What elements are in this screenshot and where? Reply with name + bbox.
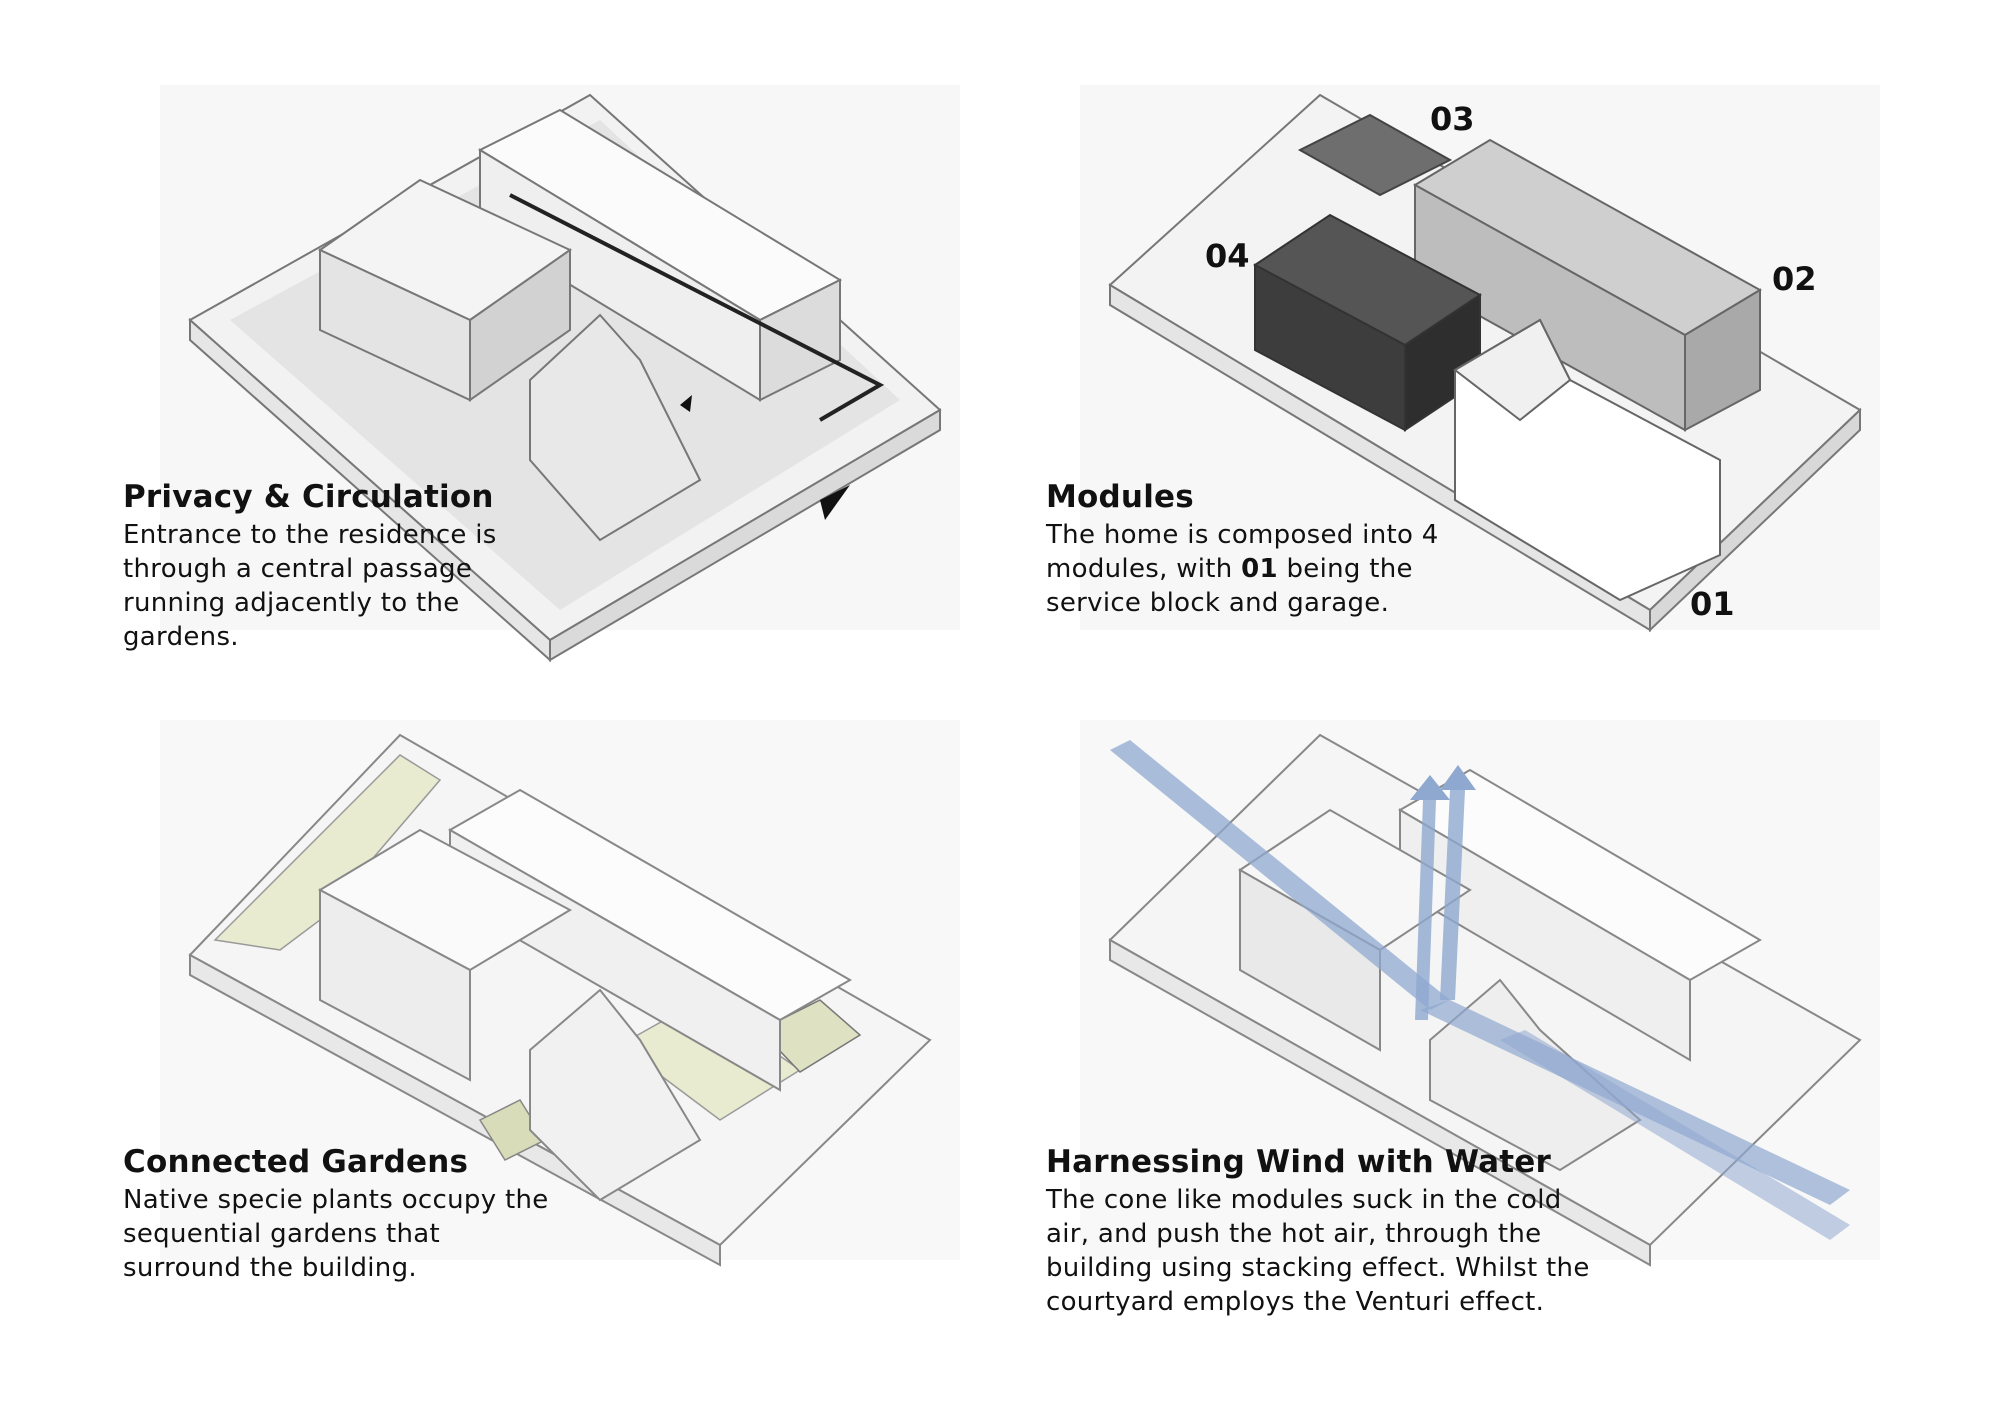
module-label-01: 01 xyxy=(1690,585,1735,623)
panel-title: Connected Gardens xyxy=(123,1144,469,1180)
module-label-04: 04 xyxy=(1205,237,1250,275)
axonometric-drawing-gardens xyxy=(160,720,960,1267)
module-label-03: 03 xyxy=(1430,100,1475,138)
panel-title: Privacy & Circulation xyxy=(123,479,494,515)
caption-gardens: Connected Gardens Native specie plants o… xyxy=(123,1143,563,1285)
cone-module xyxy=(529,313,702,542)
stack-flow-up-2 xyxy=(1440,790,1465,1000)
axonometric-drawing-circulation xyxy=(160,85,960,663)
panel-body: The home is composed into 4 modules, wit… xyxy=(1046,520,1439,618)
entrance-arrow xyxy=(820,485,850,520)
module-03 xyxy=(1297,113,1453,197)
panel-title: Harnessing Wind with Water xyxy=(1046,1144,1551,1180)
panel-body: Native specie plants occupy the sequenti… xyxy=(123,1185,549,1283)
panel-body: Entrance to the residence is through a c… xyxy=(123,520,497,652)
wind-stream-lower xyxy=(1500,1030,1850,1240)
module-label-02: 02 xyxy=(1772,260,1817,298)
panel-modules: 03 04 02 01 Modules The home is composed… xyxy=(1000,0,2000,700)
garden-west xyxy=(213,754,442,951)
caption-modules: Modules The home is composed into 4 modu… xyxy=(1046,478,1486,620)
caption-privacy: Privacy & Circulation Entrance to the re… xyxy=(123,478,563,654)
stack-flow-up-1 xyxy=(1415,800,1436,1020)
panel-body: The cone like modules suck in the cold a… xyxy=(1046,1185,1590,1317)
panel-connected-gardens: Connected Gardens Native specie plants o… xyxy=(0,700,1000,1413)
axonometric-drawing-wind xyxy=(1080,720,1880,1267)
stack-arrow-2 xyxy=(1440,765,1476,790)
circulation-path xyxy=(509,193,885,422)
panel-wind-water: Harnessing Wind with Water The cone like… xyxy=(1000,700,2000,1413)
wind-stream-west xyxy=(1110,740,1450,1010)
panel-privacy-circulation: Privacy & Circulation Entrance to the re… xyxy=(0,0,1000,700)
axonometric-drawing-modules xyxy=(1080,85,1880,633)
stack-arrow-1 xyxy=(1410,775,1450,800)
panel-title: Modules xyxy=(1046,479,1194,515)
caption-wind: Harnessing Wind with Water The cone like… xyxy=(1046,1143,1606,1319)
